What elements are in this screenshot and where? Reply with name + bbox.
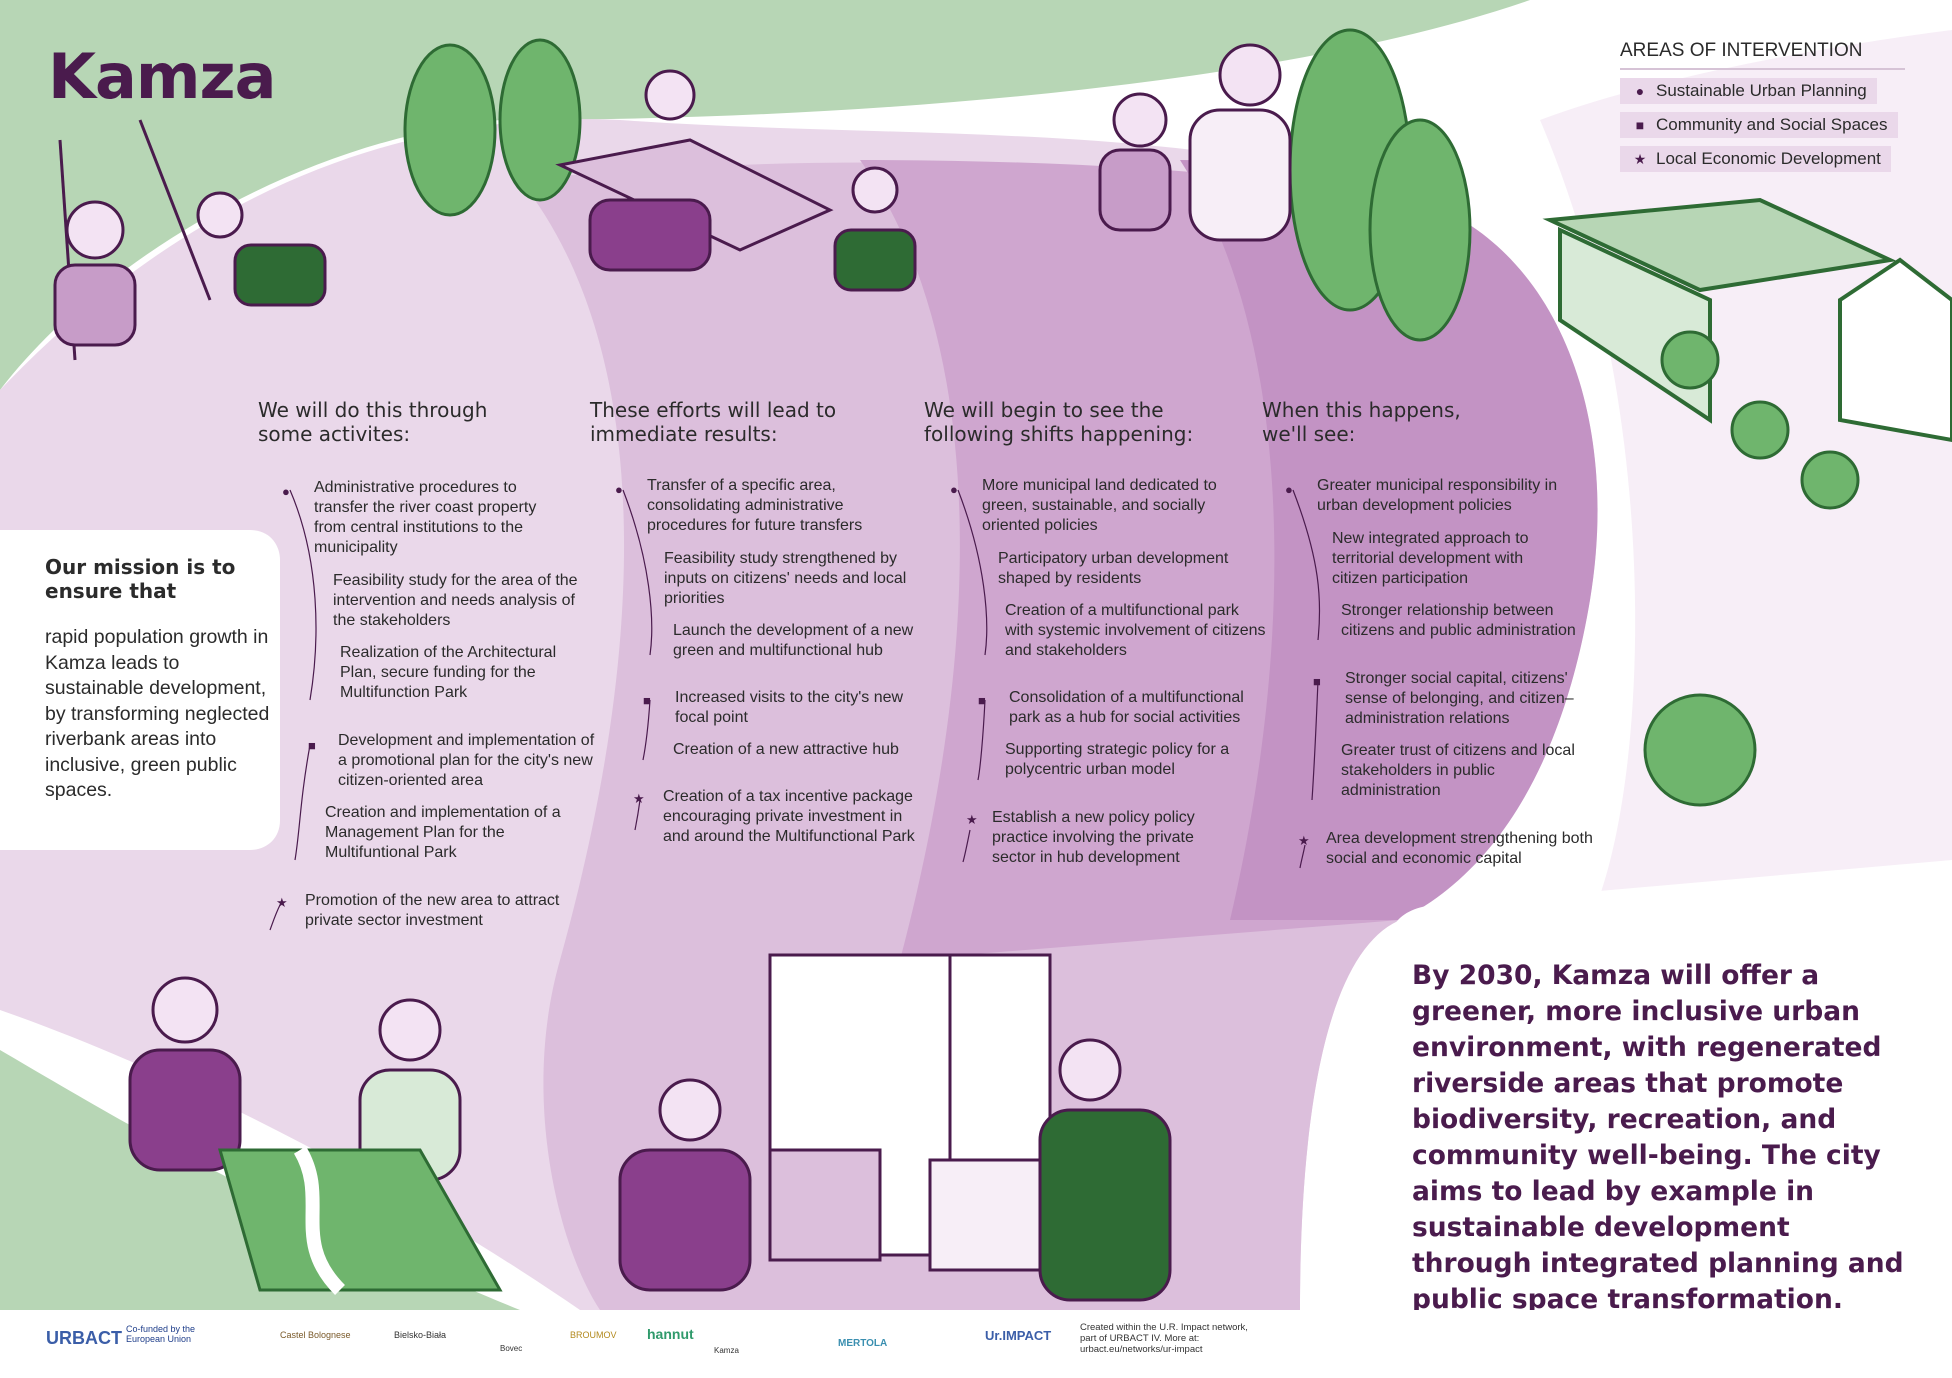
column-3-heading: We will begin to see the following shift… [924, 398, 1194, 446]
star-marker-icon: ★ [633, 791, 645, 806]
circle-marker-icon: ● [615, 482, 623, 497]
footer-logos: URBACT Co-funded by the European Union C… [0, 1310, 1952, 1378]
column-3-item-5: Supporting strategic policy for a polyce… [1005, 741, 1230, 778]
star-marker-icon: ★ [1633, 150, 1647, 167]
column-2-item-6: Creation of a tax incentive package enco… [663, 788, 915, 845]
timeline-lines [269, 489, 1321, 931]
vision-box [1390, 860, 1952, 1310]
castel-bolognese-logo: Castel Bolognese [280, 1330, 351, 1340]
green-band-bottom [0, 1050, 520, 1310]
circle-marker-icon: ● [1635, 83, 1645, 99]
column-1-heading: We will do this through some activites: [258, 398, 488, 446]
kamza-logo: Kamza [714, 1346, 739, 1355]
ur-impact-logo: Ur.IMPACT [985, 1328, 1052, 1343]
legend-label: Local Economic Development [1656, 149, 1881, 168]
legend-label: Sustainable Urban Planning [1656, 81, 1867, 100]
mission-body: rapid population growth in Kamza leads t… [45, 626, 270, 801]
eu-logo: Co-funded by the European Union [126, 1324, 196, 1344]
column-4-item-6: Area development strengthening both soci… [1326, 830, 1593, 867]
mission-statement: Our mission is to ensure that rapid popu… [45, 555, 270, 804]
square-marker-icon: ■ [643, 693, 651, 708]
legend-title: AREAS OF INTERVENTION [1620, 40, 1905, 70]
legend-item-economic-development: ★ Local Economic Development [1620, 146, 1891, 172]
square-marker-icon: ■ [308, 738, 316, 753]
hannut-logo: hannut [647, 1326, 694, 1342]
legend-label: Community and Social Spaces [1656, 115, 1888, 134]
column-4-item-1: Greater municipal responsibility in urba… [1317, 477, 1558, 514]
legend: AREAS OF INTERVENTION ● Sustainable Urba… [1620, 40, 1905, 180]
mertola-logo: MERTOLA [838, 1338, 888, 1349]
column-4-heading: When this happens, we'll see: [1262, 398, 1461, 446]
column-3-item-1: More municipal land dedicated to green, … [982, 477, 1217, 534]
star-marker-icon: ★ [966, 812, 978, 827]
column-1-item-6: Promotion of the new area to attract pri… [305, 892, 560, 929]
star-marker-icon: ★ [1298, 833, 1310, 848]
column-2-item-3: Launch the development of a new green an… [673, 622, 914, 659]
runners [1098, 43, 1292, 242]
column-3-item-2: Participatory urban development shaped b… [998, 550, 1229, 587]
green-band-top [0, 0, 1530, 390]
column-2-item-2: Feasibility study strengthened by inputs… [664, 550, 907, 607]
people-planning [128, 976, 503, 1295]
column-1-item-1: Administrative procedures to transfer th… [314, 479, 537, 556]
column-2-item-5: Creation of a new attractive hub [673, 741, 899, 758]
square-marker-icon: ■ [1313, 674, 1321, 689]
column-4-item-3: Stronger relationship between citizens a… [1341, 602, 1576, 639]
legend-item-urban-planning: ● Sustainable Urban Planning [1620, 78, 1877, 104]
page-title: Kamza [48, 40, 276, 113]
column-1-item-3: Realization of the Architectural Plan, s… [340, 644, 557, 701]
column-3-item-4: Consolidation of a multifunctional park … [1009, 689, 1244, 726]
swing-people [53, 119, 327, 361]
people-bench [588, 69, 917, 292]
circle-marker-icon: ● [282, 484, 290, 499]
circle-marker-icon: ● [950, 482, 958, 497]
purple-band-4 [1180, 160, 1598, 920]
column-2-item-4: Increased visits to the city's new focal… [675, 689, 904, 726]
people-moving [618, 953, 1172, 1302]
star-marker-icon: ★ [276, 895, 288, 910]
broumov-logo: BROUMOV [570, 1330, 617, 1340]
mission-box [0, 530, 280, 850]
building-right [1542, 197, 1952, 807]
bielsko-biala-logo: Bielsko-Biała [394, 1330, 447, 1340]
square-marker-icon: ■ [1635, 117, 1645, 133]
column-4-item-4: Stronger social capital, citizens' sense… [1345, 670, 1574, 727]
column-3-item-6: Establish a new policy policy practice i… [992, 809, 1195, 866]
circle-marker-icon: ● [1285, 482, 1293, 497]
column-3-item-3: Creation of a multifunctional park with … [1005, 602, 1266, 659]
footer-note: Created within the U.R. Impact network, … [1080, 1322, 1248, 1355]
square-marker-icon: ■ [978, 693, 986, 708]
mission-title: Our mission is to ensure that [45, 555, 236, 603]
trees-top [403, 28, 1472, 342]
column-1-item-2: Feasibility study for the area of the in… [333, 572, 578, 629]
column-4-item-2: New integrated approach to territorial d… [1332, 530, 1529, 587]
legend-item-social-spaces: ■ Community and Social Spaces [1620, 112, 1898, 138]
column-4-item-5: Greater trust of citizens and local stak… [1341, 742, 1575, 799]
column-2-item-1: Transfer of a specific area, consolidati… [647, 477, 863, 534]
vision-statement: By 2030, Kamza will offer a greener, mor… [1412, 960, 1904, 1315]
column-1-item-4: Development and implementation of a prom… [338, 732, 595, 789]
column-1-item-5: Creation and implementation of a Managem… [325, 804, 561, 861]
bovec-logo: Bovec [500, 1344, 523, 1353]
urbact-logo: URBACT [46, 1328, 122, 1348]
column-2-heading: These efforts will lead to immediate res… [590, 398, 837, 446]
